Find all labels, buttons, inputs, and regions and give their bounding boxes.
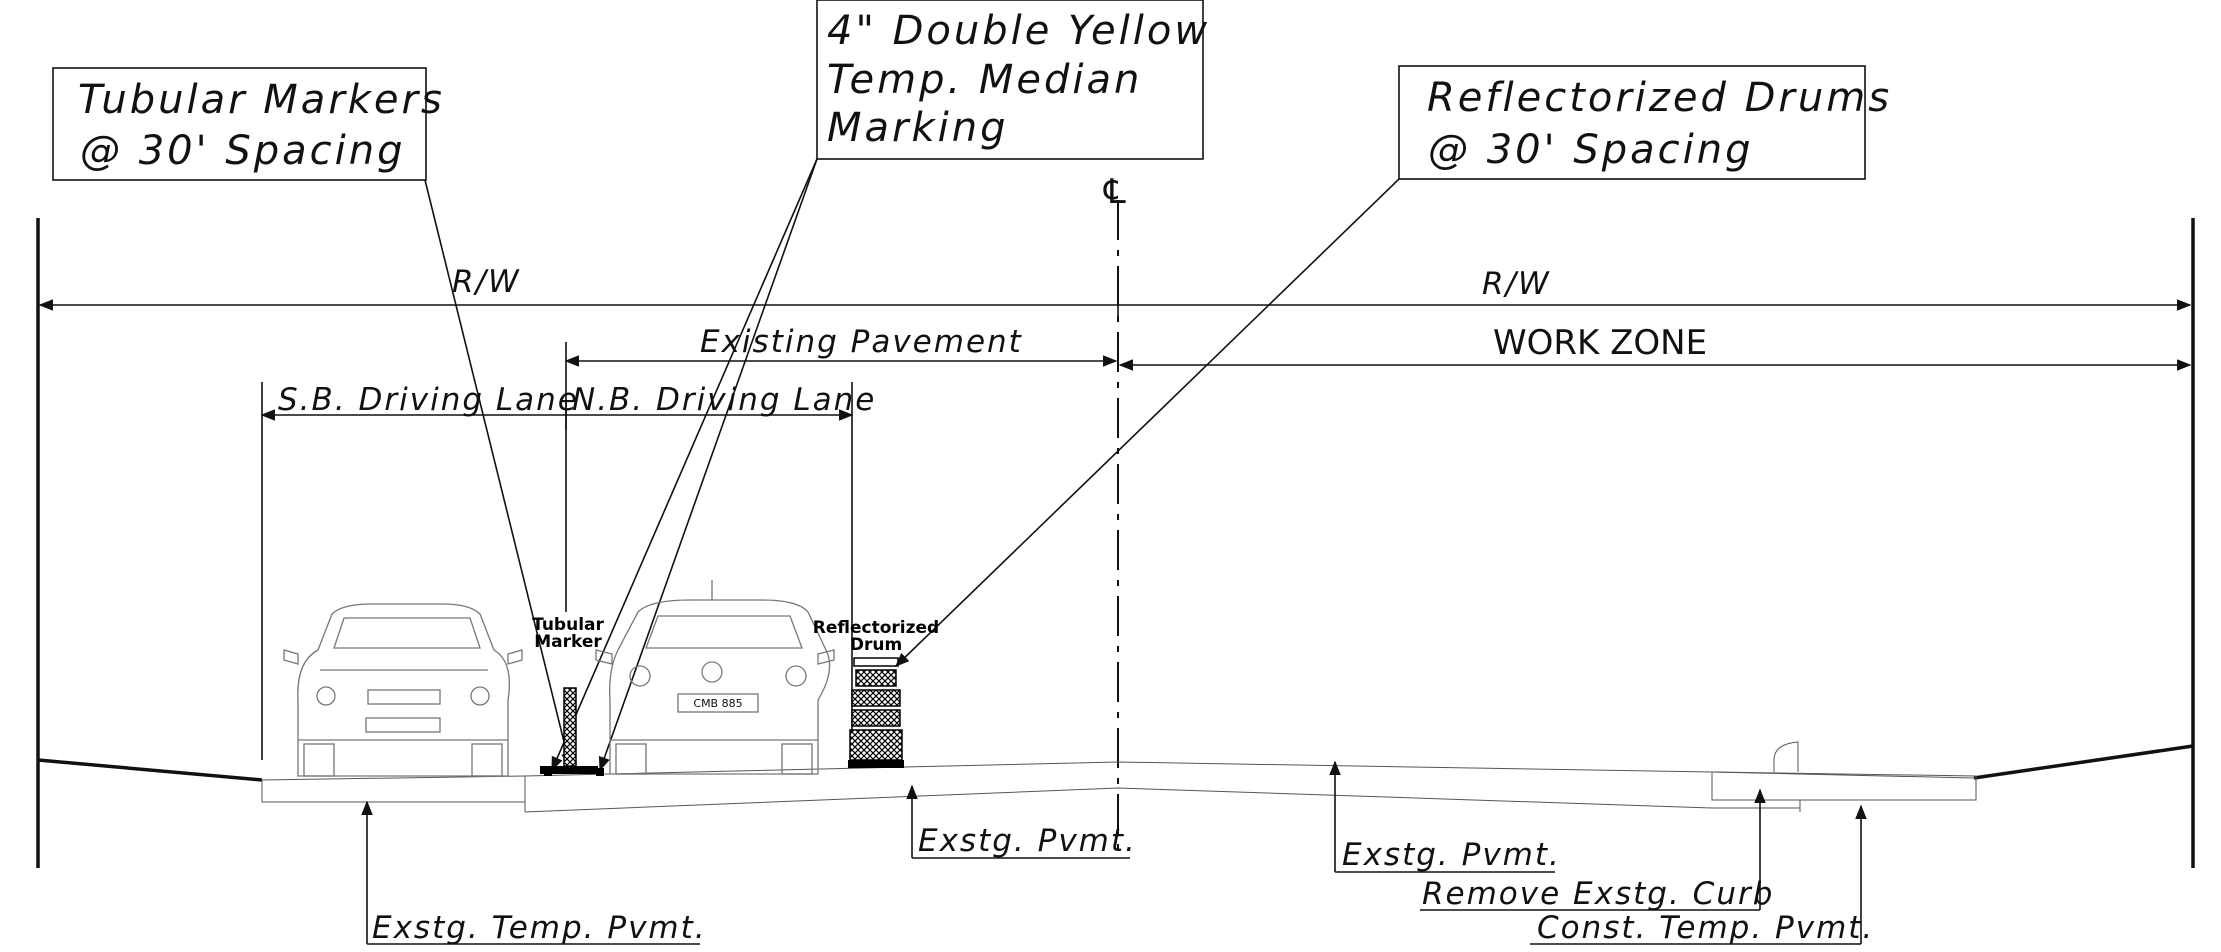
leader-tubular — [424, 179, 573, 768]
leader-yellow-2 — [598, 158, 818, 772]
centerline-symbol: ℄ — [1103, 172, 1126, 212]
note-remove-exstg-curb: Remove Exstg. Curb — [1420, 788, 1774, 912]
callout-tubular-line2: @ 30' Spacing — [80, 128, 405, 174]
drum-label-line2: Drum — [850, 635, 902, 655]
callout-reflectorized-drums: Reflectorized Drums @ 30' Spacing — [1398, 65, 1892, 180]
leader-yellow-1 — [551, 158, 818, 772]
callout-tubular-markers: Tubular Markers @ 30' Spacing — [52, 67, 445, 181]
note-exstg-temp-pvmt: Exstg. Temp. Pvmt. — [361, 800, 707, 946]
callout-double-yellow: 4" Double Yellow Temp. Median Marking — [816, 0, 1210, 160]
note-exstg-pvmt-center-text: Exstg. Pvmt. — [918, 823, 1137, 859]
callout-double-yellow-line2: Temp. Median — [827, 57, 1142, 103]
tubular-marker-device: Tubular Marker — [532, 615, 605, 776]
callout-double-yellow-line3: Marking — [827, 105, 1009, 151]
drum-label-line1: Reflectorized — [813, 618, 939, 638]
sb-driving-lane-label: S.B. Driving Lane — [278, 382, 579, 418]
note-remove-exstg-curb-text: Remove Exstg. Curb — [1422, 876, 1774, 912]
rw-left-label: R/W — [452, 264, 521, 300]
existing-pavement-label: Existing Pavement — [700, 324, 1023, 360]
reflectorized-drum-device: Reflectorized Drum — [813, 618, 939, 768]
note-exstg-pvmt-right: Exstg. Pvmt. — [1329, 760, 1561, 873]
callout-drums-line1: Reflectorized Drums — [1427, 75, 1892, 121]
roadway-profile — [37, 741, 2194, 813]
rw-right-label: R/W — [1482, 266, 1551, 302]
license-plate: CMB 885 — [693, 697, 742, 710]
callout-double-yellow-line1: 4" Double Yellow — [827, 8, 1210, 54]
note-exstg-pvmt-center: Exstg. Pvmt. — [906, 784, 1137, 859]
note-const-temp-pvmt: Const. Temp. Pvmt. — [1530, 804, 1874, 946]
leader-drums — [894, 178, 1400, 668]
car-northbound: CMB 885 — [595, 580, 835, 775]
car-southbound — [283, 603, 523, 777]
tubular-label-line2: Marker — [534, 632, 602, 652]
tubular-label-line1: Tubular — [532, 615, 604, 635]
note-exstg-pvmt-right-text: Exstg. Pvmt. — [1342, 837, 1561, 873]
work-zone-label: WORK ZONE — [1493, 323, 1707, 363]
note-const-temp-pvmt-text: Const. Temp. Pvmt. — [1537, 910, 1874, 946]
nb-driving-lane-label: N.B. Driving Lane — [572, 382, 876, 418]
callout-tubular-line1: Tubular Markers — [78, 77, 445, 123]
callout-drums-line2: @ 30' Spacing — [1428, 127, 1753, 173]
note-exstg-temp-pvmt-text: Exstg. Temp. Pvmt. — [372, 910, 707, 946]
